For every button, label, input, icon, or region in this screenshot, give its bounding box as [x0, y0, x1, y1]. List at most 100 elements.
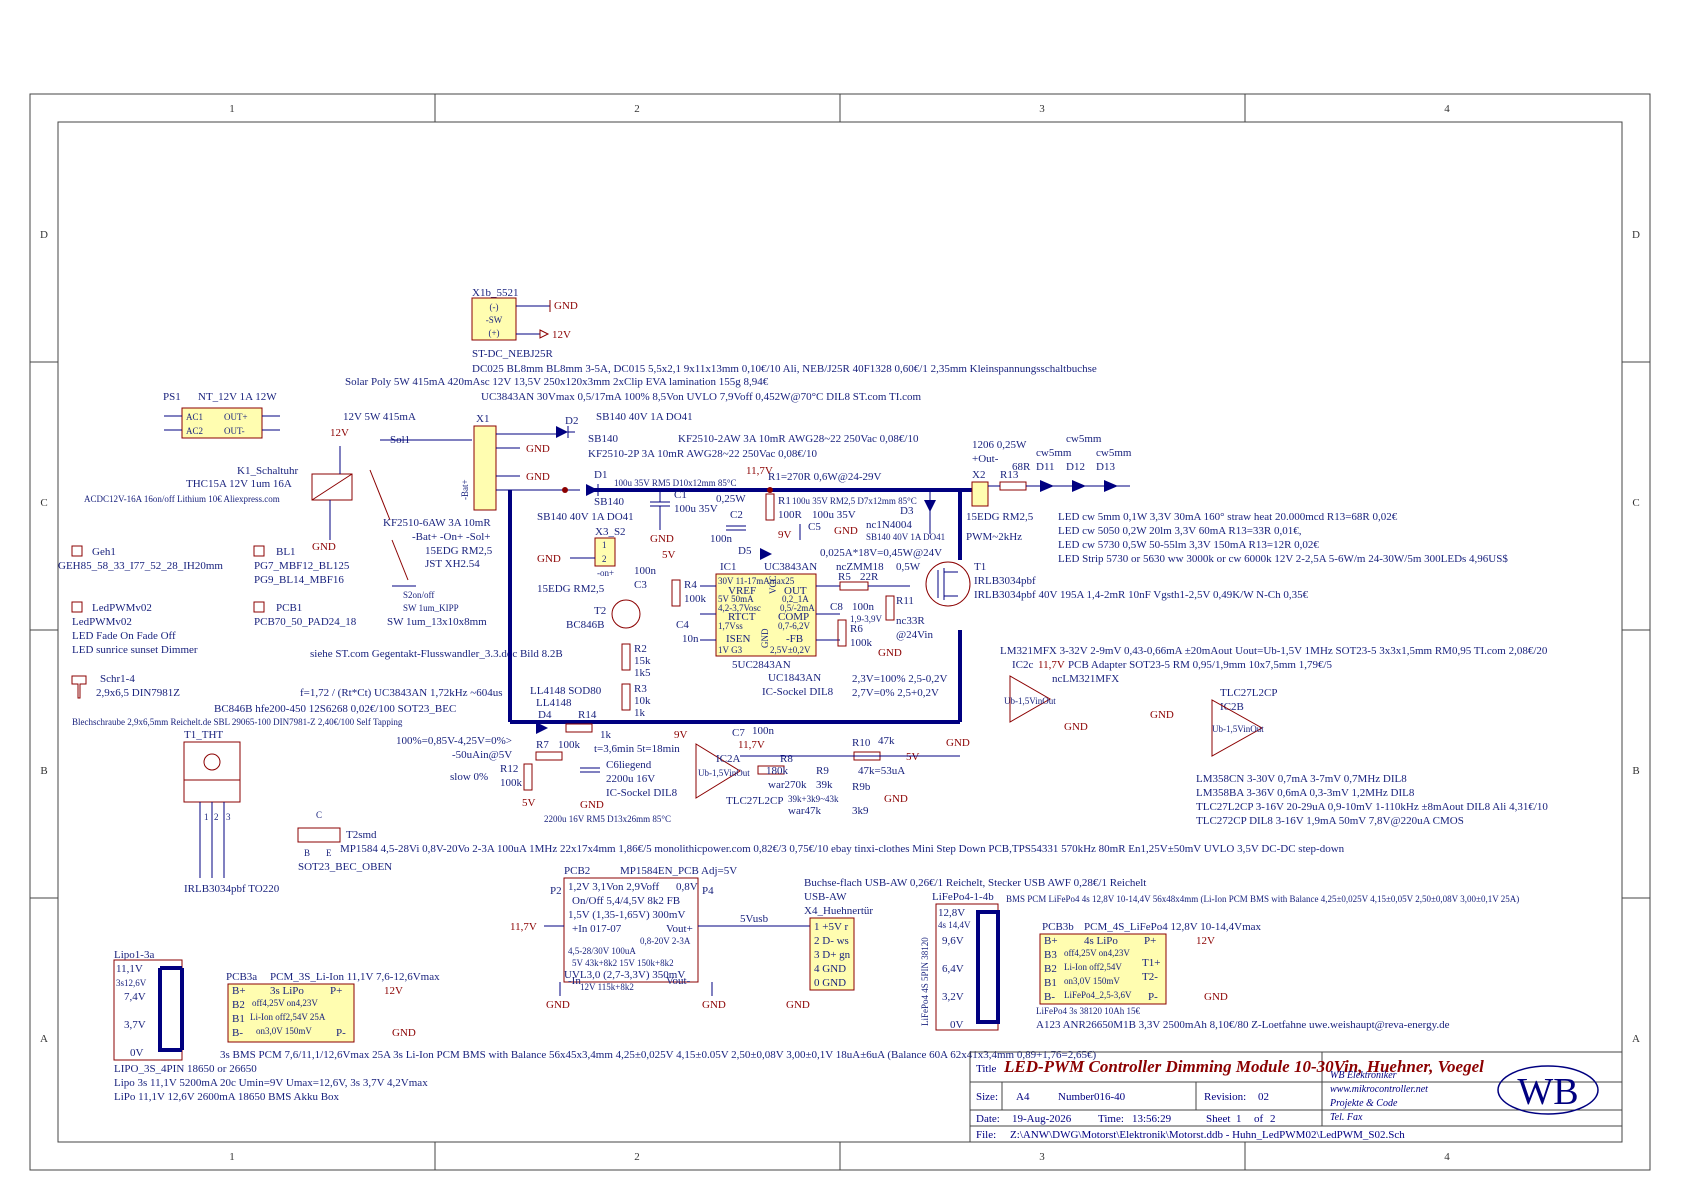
led-type-2: cw5mm — [1036, 447, 1072, 459]
ledpwm-name: LedPWMv02 — [92, 602, 152, 614]
note-kf2510-2p: KF2510-2P 3A 10mR AWG28~22 250Vac 0,08€/… — [588, 448, 817, 460]
pcb3b-12v: 12V — [1196, 935, 1215, 947]
ic1-pin-rtct: RTCT — [728, 611, 756, 623]
size-value: A4 — [1016, 1091, 1030, 1103]
pcb3b-t1plus: T1+ — [1142, 957, 1160, 969]
d5-9v: 9V — [778, 529, 792, 541]
x4-gnd: GND — [786, 999, 810, 1011]
r1-value: 100R — [778, 509, 803, 521]
x4-pin-0: 0 GND — [814, 977, 846, 989]
note-dc-jack: DC025 BL8mm BL8mm 3-5A, DC015 5,5x2,1 9x… — [472, 363, 1097, 375]
pcb3a-off: off4,25V on4,23V — [252, 998, 318, 1008]
pcb2-line-4: +In 017-07 — [572, 923, 622, 935]
bl1-part-2: PG9_BL14_MBF16 — [254, 574, 344, 586]
drawing-frame: 1 2 3 4 1 2 3 4 D C B A D C B A — [29, 93, 1651, 1171]
bl1-part-1: PG7_MBF12_BL125 — [254, 560, 350, 572]
r2-value-1: 15k — [634, 655, 651, 667]
x1b-name: X1b_5521 — [472, 287, 518, 299]
c8-voltage: 1,9-3,9V — [850, 614, 882, 624]
t2-smd-package: C B E T2smd SOT23_BEC_OBEN — [297, 810, 392, 873]
x3-connector: X3_S2 1 2 -on+ GND 15EDG RM2,5 — [537, 526, 626, 595]
pcb2-line-6: 4,5-28/30V 100uA — [568, 946, 636, 956]
x3-gnd: GND — [537, 553, 561, 565]
ps1-ac1: AC1 — [186, 412, 203, 422]
r10-name: R10 — [852, 737, 871, 749]
r7-value: 100k — [558, 739, 581, 751]
bus-gnd: GND — [946, 737, 970, 749]
r8-value: 180k — [766, 765, 789, 777]
t1-tht-pin-2: 2 — [214, 812, 219, 822]
screw-name: Schr1-4 — [100, 673, 135, 685]
pcb3b-bminus: B- — [1044, 991, 1055, 1003]
row-label-a-right: A — [1632, 1033, 1640, 1045]
pcb3a-on: on3,0V 150mV — [256, 1026, 312, 1036]
file-value: Z:\ANW\DWG\Motorst\Elektronik\Motorst.dd… — [1010, 1129, 1405, 1141]
c6-gnd: GND — [580, 799, 604, 811]
pcb3a-title: 3s LiPo — [270, 985, 304, 997]
c4-name: C4 — [676, 619, 689, 631]
x3-part: 15EDG RM2,5 — [537, 583, 605, 595]
zmm-power: 0,5W — [896, 561, 921, 573]
pcb2-pin-vout-plus: Vout+ — [666, 923, 693, 935]
note-led-1: LED cw 5mm 0,1W 3,3V 30mA 160° straw hea… — [1058, 511, 1398, 523]
t2-transistor: T2 BC846B — [566, 599, 641, 631]
x1-pin-label: -Bat+ — [460, 479, 470, 500]
date-label: Date: — [976, 1113, 1000, 1125]
t1-part: IRLB3034pbf — [974, 575, 1036, 587]
company-logo-ring — [1497, 1065, 1599, 1115]
lipo-desc-1: Lipo 3s 11,1V 5200mA 20c Umin=9V Umax=12… — [114, 1077, 428, 1089]
pcb3b-title: 4s LiPo — [1084, 935, 1118, 947]
t1-tht-part: IRLB3034pbf TO220 — [184, 883, 280, 895]
r9b-name: R9b — [852, 781, 871, 793]
note-led-2: LED cw 5050 0,2W 20lm 3,3V 60mA R13=33R … — [1058, 525, 1302, 537]
led-type-3: cw5mm — [1096, 447, 1132, 459]
revision-label: Revision: — [1204, 1091, 1246, 1103]
ledpwm-desc-2: LED sunrice sunset Dimmer — [72, 644, 198, 656]
ledpwm-module: LedPWMv02 LedPWMv02 LED Fade On Fade Off… — [71, 601, 198, 656]
r14-name: R14 — [578, 709, 597, 721]
r13-name: R13 — [1000, 469, 1019, 481]
lifepo-v-96: 9,6V — [942, 935, 964, 947]
x2-label: +Out- — [972, 453, 999, 465]
x2-name: X2 — [972, 469, 985, 481]
x1b-part: ST-DC_NEBJ25R — [472, 348, 554, 360]
r8-was: war270k — [768, 779, 807, 791]
t2smd-pin-e: E — [326, 848, 332, 858]
pcb3b-pminus: P- — [1148, 991, 1158, 1003]
ps1-power-supply: PS1 NT_12V 1A 12W AC1 AC2 OUT+ OUT- — [163, 391, 280, 439]
lipo-v-74: 7,4V — [124, 991, 146, 1003]
x2-part: 15EDG RM2,5 — [966, 511, 1034, 523]
d2-desc: SB140 40V 1A DO41 — [596, 411, 693, 423]
sheet-value: 1 — [1236, 1113, 1242, 1125]
r1-name: R1 — [778, 495, 791, 507]
pcb3a-12v: 12V — [384, 985, 403, 997]
note-power-dissipation: 0,025A*18V=0,45W@24V — [820, 547, 942, 559]
ic2b-name: IC2B — [1220, 701, 1244, 713]
note-tlc272: TLC272CP DIL8 3-16V 1,9mA 50mV 7,8V@220u… — [1196, 815, 1464, 827]
c5-desc: 100u 35V RM2,5 D7x12mm 85°C — [792, 496, 917, 506]
r14-body — [565, 723, 593, 733]
x4-usb-connector: Buchse-flach USB-AW 0,26€/1 Reichelt, St… — [786, 877, 1146, 1011]
ic2b-opamp: TLC27L2CP IC2B Ub-1,5VinOut GND — [1150, 687, 1277, 757]
number-label: Number — [1058, 1091, 1094, 1103]
lipo-v-37: 3,7V — [124, 1019, 146, 1031]
note-lm358cn: LM358CN 3-30V 0,7mA 3-7mV 0,7MHz DIL8 — [1196, 773, 1407, 785]
r2-name: R2 — [634, 643, 647, 655]
row-label-b-right: B — [1632, 765, 1639, 777]
pcb2-stepdown: PCB2 MP1584EN_PCB Adj=5V 1,2V 3,1Von 2,9… — [510, 865, 737, 1011]
c7-name: C7 — [732, 727, 745, 739]
pcb2-line-1: 1,2V 3,1Von 2,9Voff — [568, 881, 660, 893]
c4-value: 10n — [682, 633, 699, 645]
led-d13: D13 — [1096, 461, 1115, 473]
x1-gnd-1: GND — [526, 443, 550, 455]
col-label-4-bottom: 4 — [1444, 1151, 1450, 1163]
c2-name: C2 — [730, 509, 743, 521]
c2-capacitor: C2 100n — [710, 509, 746, 545]
d1-part: SB140 — [594, 496, 624, 508]
geh1-name: Geh1 — [92, 546, 116, 558]
lifepo-name: LiFePo4-1-4b — [932, 891, 994, 903]
ic2a-part: TLC27L2CP — [726, 795, 783, 807]
r11-condition: @24Vin — [896, 629, 933, 641]
t2-part: BC846B — [566, 619, 605, 631]
d3-desc: SB140 40V 1A DO41 — [866, 532, 945, 542]
